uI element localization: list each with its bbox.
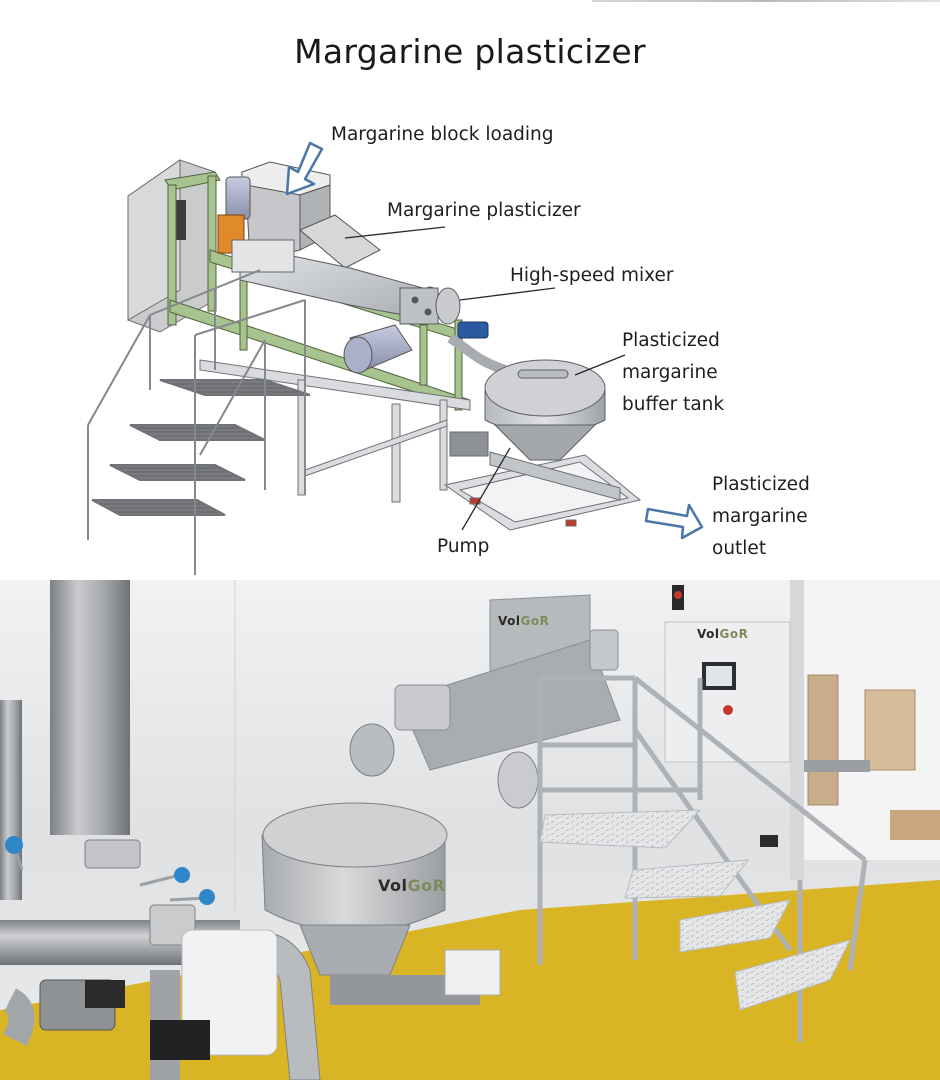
base-frame — [199, 359, 471, 503]
plasticizer-cad-drawing — [87, 141, 704, 575]
control-cabinet-photo — [664, 585, 791, 763]
staircase-photo — [537, 675, 868, 1042]
logo-part1: Vol — [498, 614, 521, 628]
label-buffer-tank-line3: buffer tank — [622, 394, 725, 415]
installed-equipment-photo — [0, 580, 940, 1080]
label-block-loading: Margarine block loading — [331, 124, 554, 145]
label-pump: Pump — [437, 536, 490, 557]
outlet-arrow-icon — [644, 503, 704, 540]
top-divider — [592, 0, 940, 2]
buffer-tank-drawing — [484, 359, 606, 461]
logo-part2: GoR — [407, 876, 446, 895]
logo-part2: GoR — [520, 614, 550, 628]
label-buffer-tank-line1: Plasticized — [622, 330, 720, 351]
leader-lines — [344, 226, 626, 531]
label-outlet-line3: outlet — [712, 538, 767, 559]
installation-photo: VolGoR VolGoR VolGoR — [0, 580, 940, 1080]
pump-skid — [443, 431, 642, 531]
label-buffer-tank: Plasticized margarine buffer tank — [622, 325, 724, 421]
cad-diagram: Margarine block loading Margarine plasti… — [0, 90, 940, 580]
label-outlet-line2: margarine — [712, 506, 808, 527]
valve-handles — [5, 836, 215, 905]
actuators — [39, 949, 501, 1060]
label-plasticizer: Margarine plasticizer — [387, 200, 581, 221]
access-staircase — [87, 269, 311, 575]
process-pipes — [0, 580, 321, 1080]
volgor-logo-hopper: VolGoR — [498, 614, 549, 628]
drive-motor-top — [217, 176, 295, 273]
label-outlet: Plasticized margarine outlet — [712, 469, 810, 565]
volgor-logo-tank: VolGoR — [378, 876, 445, 895]
background-room — [790, 580, 940, 880]
page-title: Margarine plasticizer — [294, 32, 646, 71]
label-outlet-line1: Plasticized — [712, 474, 810, 495]
label-buffer-tank-line2: margarine — [622, 362, 718, 383]
stair-treads — [539, 809, 851, 1011]
main-motor — [343, 324, 413, 374]
inlet-arrow-icon — [285, 141, 324, 196]
logo-part1: Vol — [697, 627, 720, 641]
pneumatic-actuator — [447, 321, 507, 375]
logo-part1: Vol — [378, 876, 408, 895]
buffer-tank-photo — [261, 802, 480, 1005]
label-high-speed-mixer: High-speed mixer — [510, 265, 674, 286]
logo-part2: GoR — [719, 627, 749, 641]
plasticizer-photo — [349, 594, 621, 809]
volgor-logo-cabinet: VolGoR — [697, 627, 748, 641]
